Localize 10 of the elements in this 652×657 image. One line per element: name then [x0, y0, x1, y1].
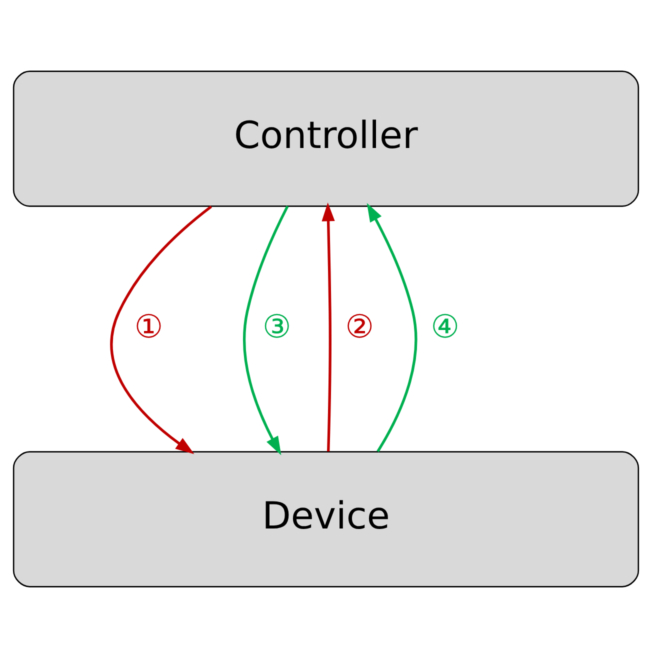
edge-label: ④	[430, 306, 460, 345]
arrow	[322, 202, 335, 452]
node-box: Controller	[12, 70, 640, 206]
arrow	[366, 202, 418, 452]
arrow	[243, 205, 289, 455]
node-box: Device	[12, 450, 640, 587]
edge-label: ③	[262, 306, 292, 345]
arrow	[110, 204, 212, 454]
edge-label: ①	[134, 306, 164, 345]
edge-label: ②	[345, 306, 374, 345]
